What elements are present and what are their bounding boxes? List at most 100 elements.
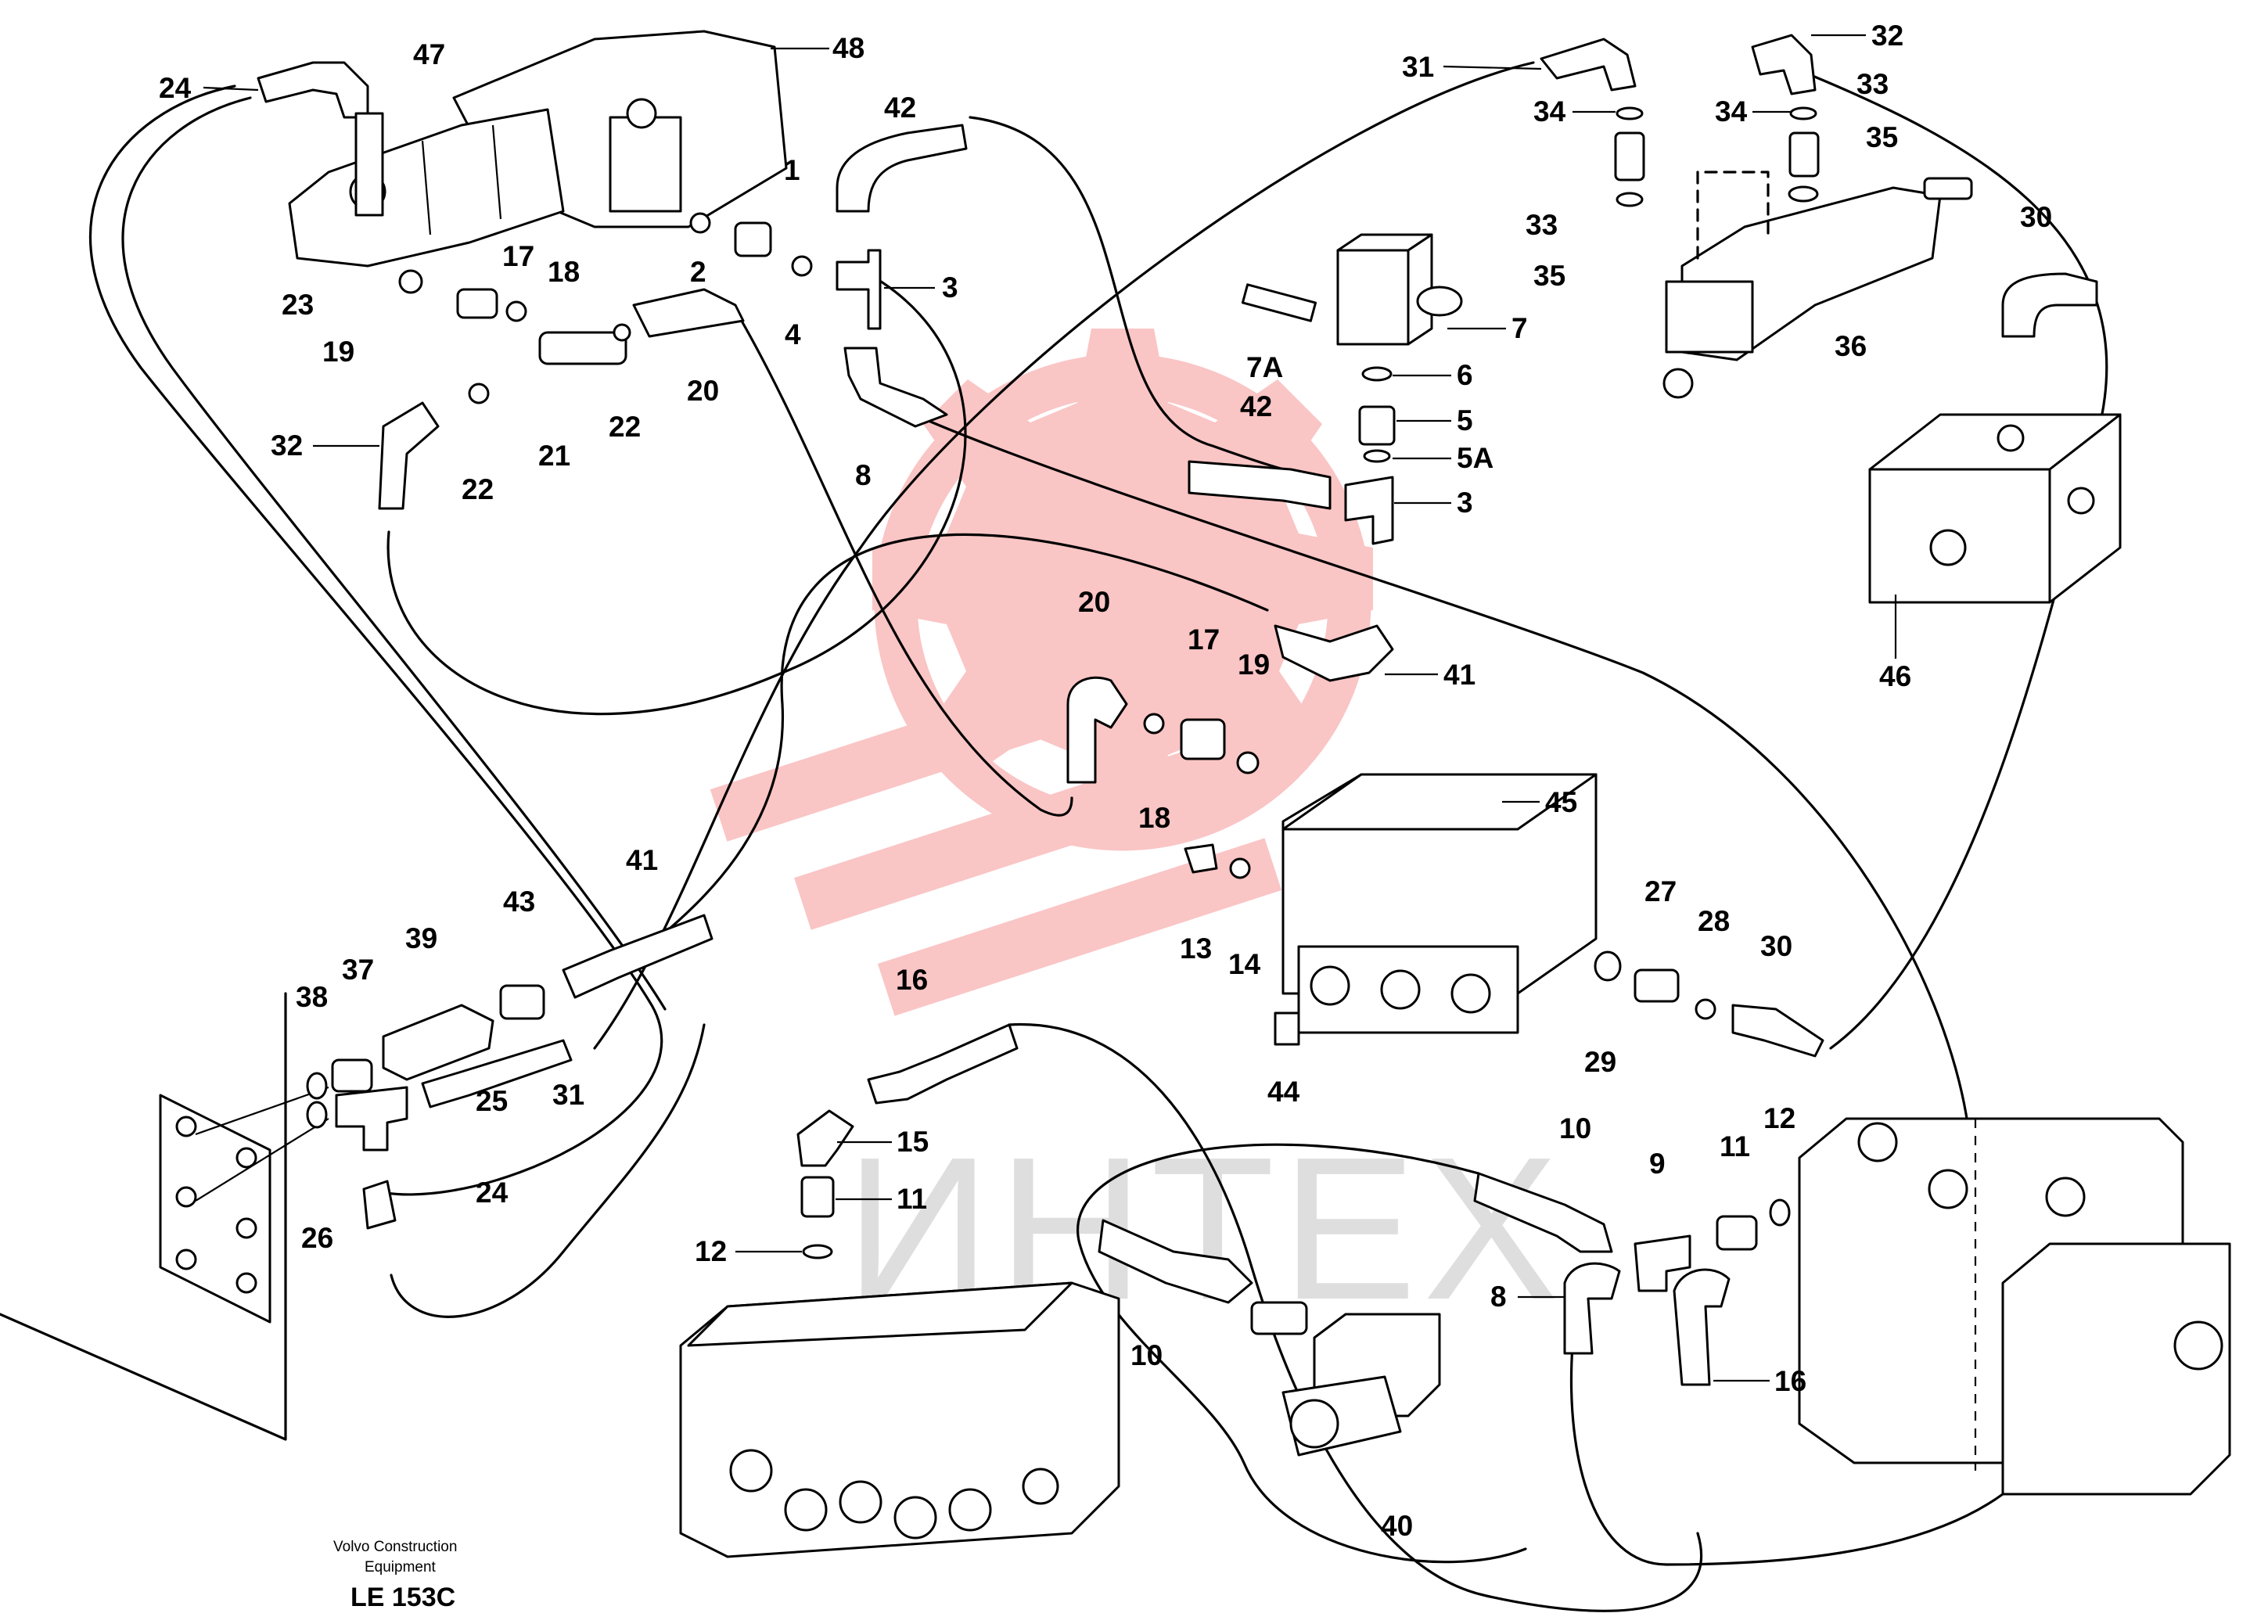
callout-22a: 22 bbox=[609, 411, 641, 443]
hose-32-right bbox=[1751, 34, 1817, 95]
seal-29 bbox=[1594, 950, 1622, 982]
callout-46: 46 bbox=[1879, 660, 1911, 692]
watermark-gear-logo bbox=[710, 329, 1373, 1016]
block-46 bbox=[1868, 413, 2122, 604]
hose-32-left bbox=[378, 401, 440, 510]
plug-13 bbox=[1184, 843, 1218, 874]
callout-1: 1 bbox=[784, 154, 800, 186]
callout-30a: 30 bbox=[2020, 201, 2052, 233]
port-block bbox=[609, 116, 682, 213]
callout-47: 47 bbox=[413, 38, 445, 70]
fittings-lower-middle bbox=[679, 1023, 1441, 1558]
callout-40: 40 bbox=[1381, 1510, 1413, 1542]
callout-18b: 18 bbox=[1138, 802, 1170, 834]
hose-31-top bbox=[1540, 38, 1637, 92]
hose-24-line-b bbox=[121, 96, 667, 1011]
seal-22-right bbox=[613, 323, 631, 342]
callout-34b: 34 bbox=[1715, 95, 1748, 128]
callout-32b: 32 bbox=[1871, 20, 1903, 52]
cylinder-assembly-47-48 bbox=[288, 30, 788, 268]
nipple-33-left bbox=[1614, 131, 1645, 181]
callout-41b: 41 bbox=[626, 844, 658, 876]
callout-37: 37 bbox=[342, 954, 374, 986]
callout-33b: 33 bbox=[1526, 209, 1558, 241]
hose-10-line bbox=[1076, 1143, 1527, 1564]
callout-33a: 33 bbox=[1856, 68, 1889, 100]
hose-24-line bbox=[88, 84, 663, 1196]
callout-19b: 19 bbox=[1238, 649, 1270, 681]
callout-21: 21 bbox=[538, 440, 570, 472]
nipple-1 bbox=[734, 221, 772, 257]
fittings-lower-left bbox=[0, 914, 713, 1441]
fittings-middle bbox=[1066, 676, 1824, 1058]
seal-35-right bbox=[1788, 185, 1819, 203]
seal-34-right bbox=[1789, 106, 1817, 120]
fittings-lower-right bbox=[1473, 1117, 2231, 1496]
seal-5A bbox=[1363, 449, 1391, 463]
nipple-27 bbox=[1634, 968, 1680, 1003]
fittings-upper-right bbox=[1540, 34, 2098, 399]
callout-45: 45 bbox=[1545, 786, 1577, 818]
dashed-link bbox=[1696, 171, 1770, 260]
seal-12-mid bbox=[802, 1244, 833, 1259]
screw-7A bbox=[1241, 283, 1317, 322]
fittings-upper-left bbox=[257, 61, 968, 510]
hose-42-mid bbox=[1188, 460, 1332, 510]
callout-labels: 24 47 48 42 1 2 3 4 17 18 23 19 20 22 21… bbox=[159, 20, 2052, 1542]
callout-8b: 8 bbox=[1490, 1281, 1507, 1313]
watermark: ИНТЕХ bbox=[710, 329, 1558, 1342]
drawing-code: LE 153C bbox=[350, 1583, 455, 1612]
callout-43: 43 bbox=[503, 886, 535, 918]
callout-11b: 11 bbox=[1720, 1130, 1750, 1162]
tee-25 bbox=[335, 1086, 408, 1152]
hose-41-line bbox=[593, 533, 1269, 987]
seal-38 bbox=[306, 1072, 328, 1100]
callout-20b: 20 bbox=[1078, 586, 1110, 618]
hose-20-line bbox=[738, 315, 1073, 817]
callout-35a: 35 bbox=[1866, 121, 1898, 153]
callout-23: 23 bbox=[282, 289, 314, 321]
nipple-17-mid bbox=[1180, 718, 1226, 760]
callout-31b: 31 bbox=[552, 1079, 584, 1111]
seal-28 bbox=[1695, 998, 1716, 1020]
hose-8-line bbox=[922, 417, 1973, 1175]
credit-block: Volvo Construction Equipment LE 153C bbox=[333, 1539, 457, 1612]
callout-26: 26 bbox=[301, 1222, 333, 1254]
callout-6: 6 bbox=[1457, 359, 1473, 391]
hose-24-left bbox=[362, 1180, 397, 1230]
callout-38: 38 bbox=[296, 981, 328, 1013]
hose-31-left bbox=[421, 1039, 573, 1108]
callout-4: 4 bbox=[785, 318, 801, 350]
callout-36: 36 bbox=[1835, 330, 1867, 362]
tee-3-lower bbox=[1344, 476, 1394, 545]
callout-17b: 17 bbox=[1188, 623, 1220, 656]
hose-20-top bbox=[632, 288, 745, 338]
callout-15: 15 bbox=[897, 1126, 929, 1158]
credit-line-1: Volvo Construction bbox=[333, 1539, 457, 1555]
hose-30-right bbox=[2001, 272, 2098, 338]
callout-11a: 11 bbox=[897, 1183, 927, 1215]
hose-16-line bbox=[1008, 1022, 1703, 1612]
seal-34-left bbox=[1616, 106, 1644, 120]
callout-24b: 24 bbox=[476, 1177, 509, 1209]
hose-24-top bbox=[257, 61, 369, 119]
seal-19-top bbox=[398, 269, 423, 294]
seal-18-mid bbox=[1143, 713, 1165, 735]
callout-42b: 42 bbox=[1240, 390, 1272, 422]
callout-9: 9 bbox=[1649, 1148, 1666, 1180]
hose-16-mid bbox=[867, 1023, 1019, 1105]
callout-12a: 12 bbox=[695, 1235, 727, 1267]
hose-30-mid bbox=[1731, 1004, 1824, 1058]
callout-5a: 5A bbox=[1457, 442, 1493, 474]
nipple-17-top bbox=[456, 288, 498, 319]
hose-10-mid bbox=[1098, 1219, 1253, 1304]
callout-34a: 34 bbox=[1533, 95, 1566, 128]
callout-3a: 3 bbox=[942, 271, 958, 304]
callout-32a: 32 bbox=[271, 429, 303, 462]
hose-42-line bbox=[969, 116, 1300, 475]
plug-44 bbox=[1274, 1011, 1300, 1046]
sleeve-39 bbox=[382, 1004, 494, 1081]
callout-12b: 12 bbox=[1763, 1102, 1795, 1134]
callout-19a: 19 bbox=[322, 336, 354, 368]
hose-10-right bbox=[1473, 1172, 1613, 1253]
